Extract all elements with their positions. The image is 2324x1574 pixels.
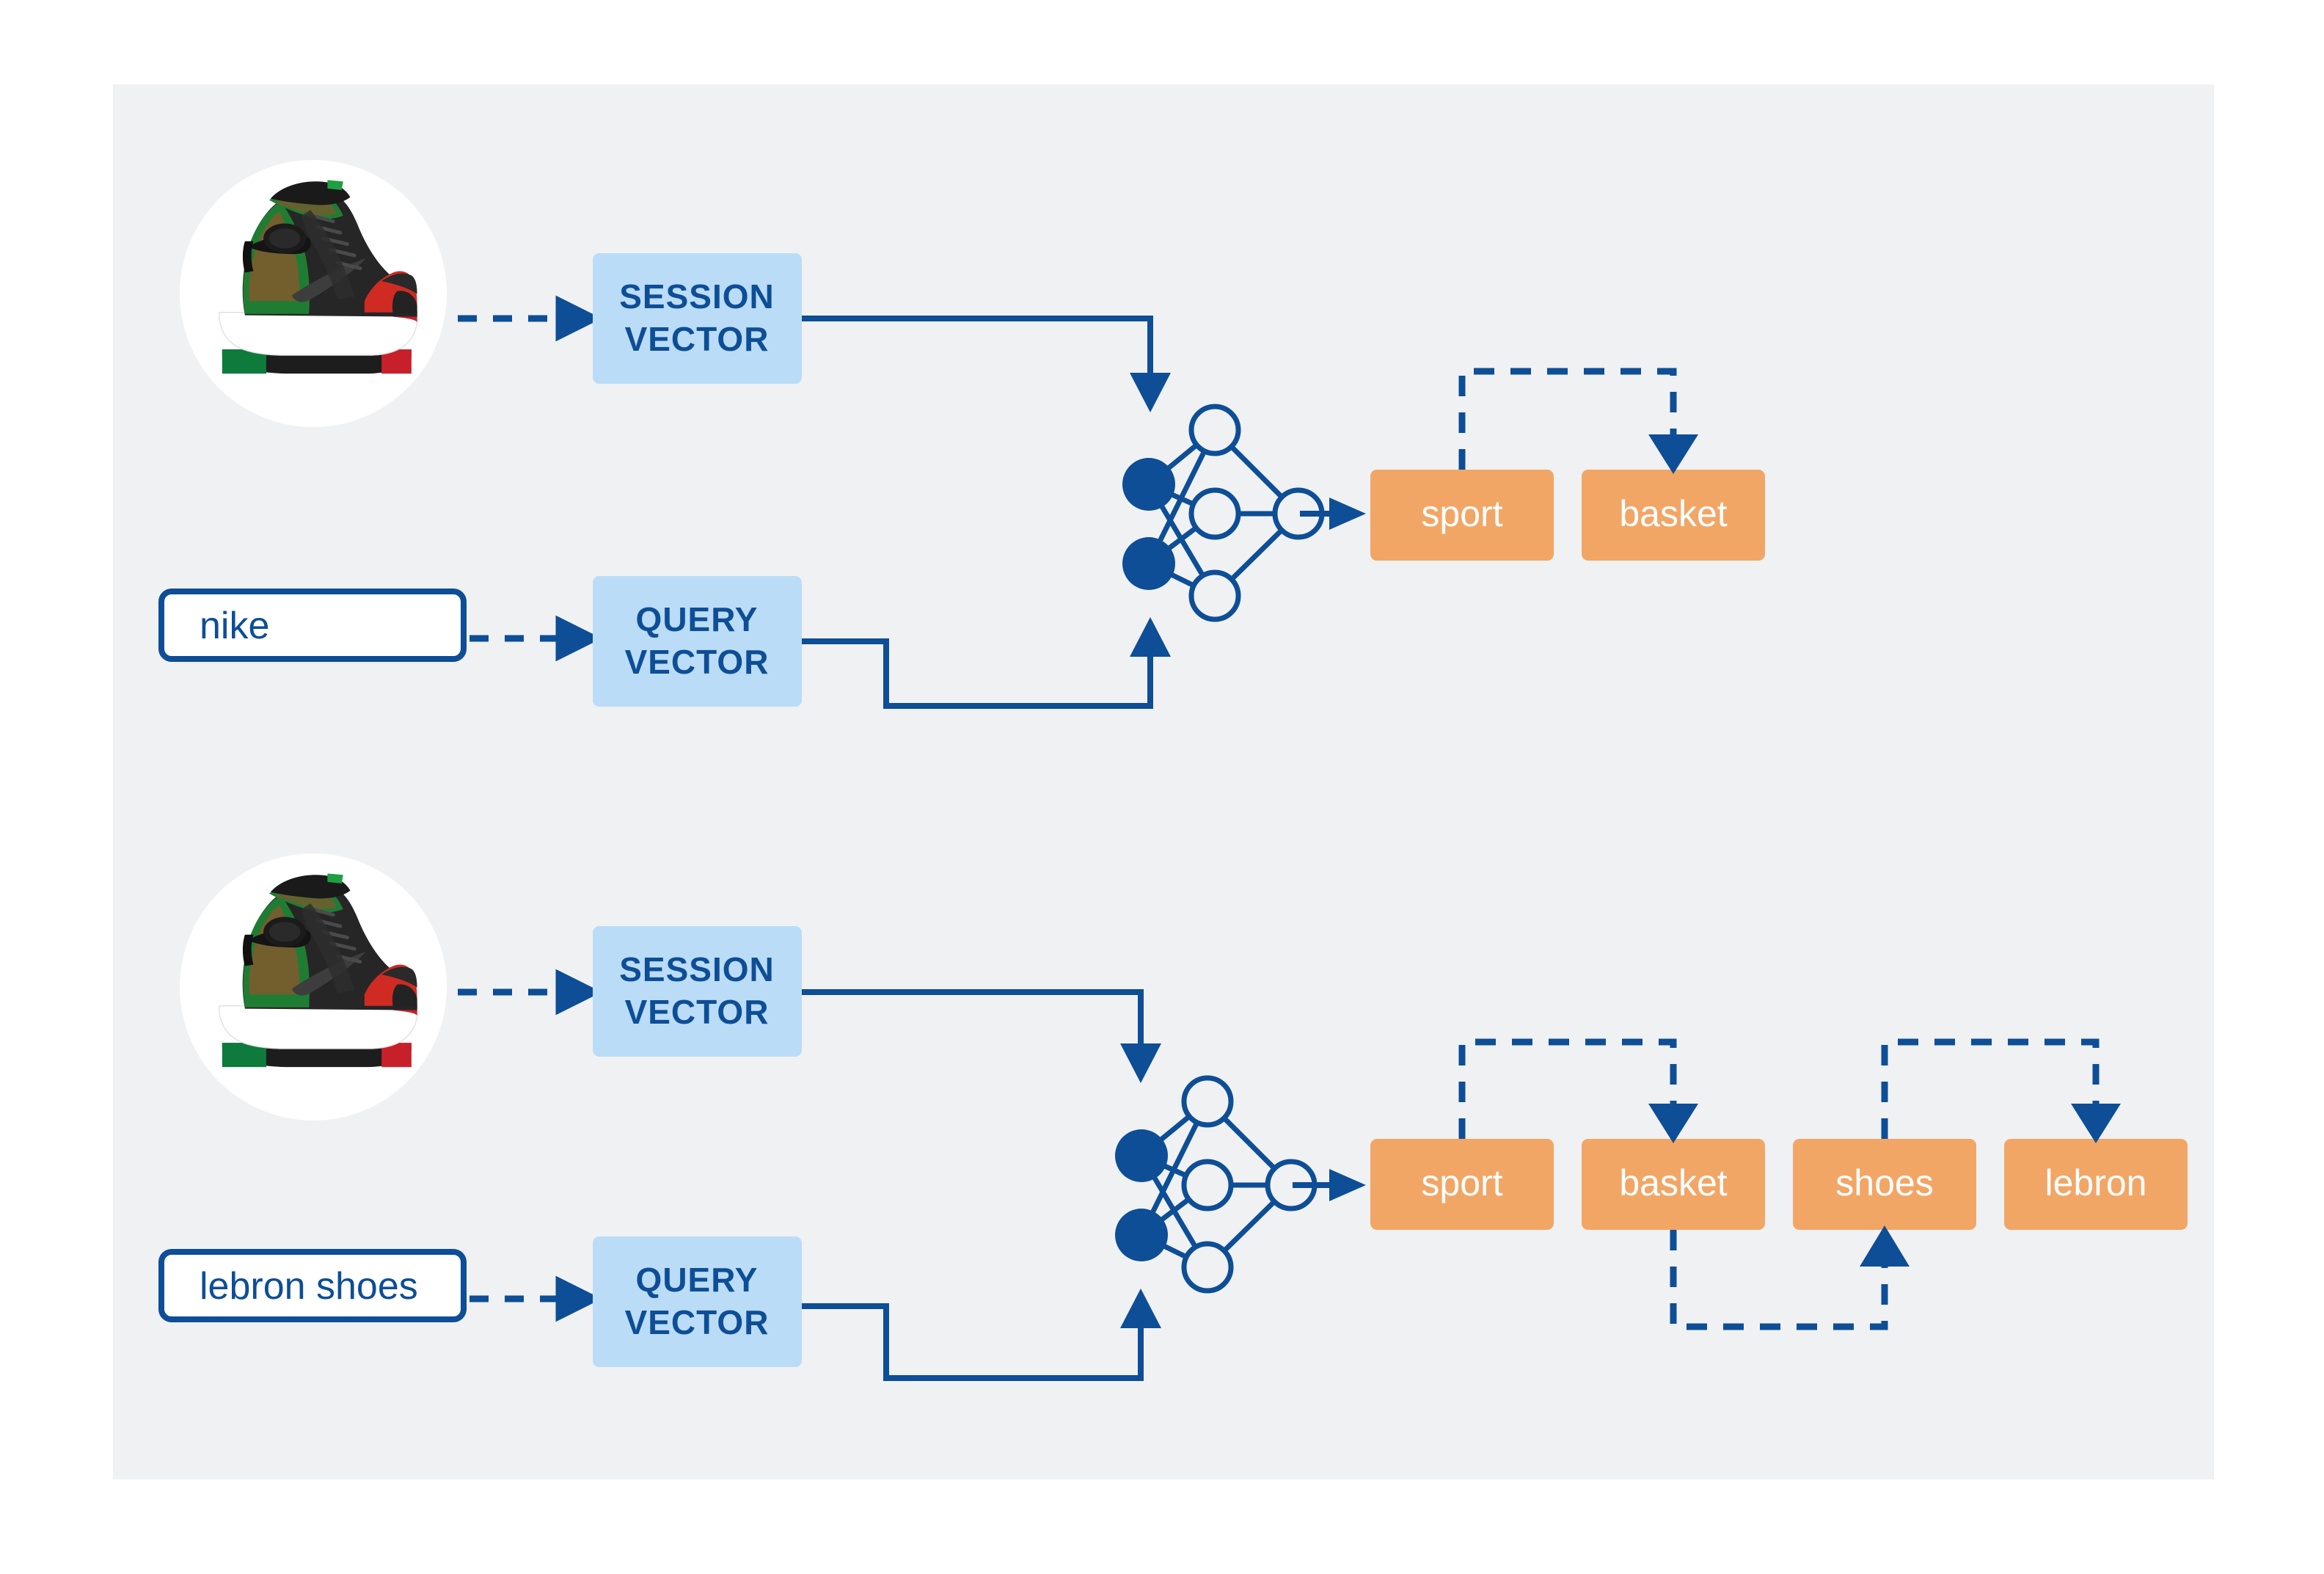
query-text-box-bottom[interactable]: lebron shoes — [158, 1249, 467, 1322]
row-top: SESSION VECTOR nike QUERY VECTOR — [158, 160, 1765, 709]
keyword-box-lebron-bottom[interactable]: lebron — [2004, 1139, 2188, 1230]
keyword-link-shoes-lebron-bottom — [1881, 1038, 2121, 1143]
keyword-link-sport-basket-top — [1458, 368, 1698, 474]
keyword-label: basket — [1619, 1162, 1727, 1203]
session-vector-line1: SESSION — [619, 277, 775, 316]
arrow-network-to-keyword-top — [1300, 498, 1366, 530]
connector-query-to-network-bottom — [802, 1289, 1161, 1381]
keyword-box-basket-top[interactable]: basket — [1582, 470, 1765, 561]
keyword-box-sport-top[interactable]: sport — [1370, 470, 1554, 561]
keyword-label: sport — [1421, 1162, 1502, 1203]
query-text-top: nike — [200, 605, 269, 647]
connector-session-to-network-bottom — [802, 989, 1161, 1083]
query-vector-line1: QUERY — [636, 600, 759, 638]
connector-query-to-network-top — [802, 617, 1171, 709]
query-vector-line2: VECTOR — [625, 643, 770, 681]
session-vector-box-top[interactable]: SESSION VECTOR — [593, 253, 802, 384]
keyword-box-sport-bottom[interactable]: sport — [1370, 1139, 1554, 1230]
keyword-label: basket — [1619, 493, 1727, 534]
keyword-box-basket-bottom[interactable]: basket — [1582, 1139, 1765, 1230]
query-vector-line1: QUERY — [636, 1261, 759, 1299]
keyword-box-shoes-bottom[interactable]: shoes — [1793, 1139, 1976, 1230]
keyword-link-basket-shoes-bottom — [1670, 1225, 1910, 1330]
connector-session-to-network-top — [802, 316, 1171, 412]
row-bottom: SESSION VECTOR lebron shoes QUERY VECTOR — [158, 853, 2188, 1381]
product-image-top — [180, 160, 447, 427]
session-vector-line2: VECTOR — [625, 993, 770, 1031]
session-vector-line2: VECTOR — [625, 320, 770, 358]
query-text-box-top[interactable]: nike — [158, 589, 467, 662]
query-vector-box-bottom[interactable]: QUERY VECTOR — [593, 1236, 802, 1367]
keyword-label: lebron — [2045, 1162, 2147, 1203]
session-vector-box-bottom[interactable]: SESSION VECTOR — [593, 926, 802, 1057]
keyword-label: shoes — [1835, 1162, 1933, 1203]
keyword-link-sport-basket-bottom — [1458, 1038, 1698, 1143]
query-vector-box-top[interactable]: QUERY VECTOR — [593, 576, 802, 707]
query-text-bottom: lebron shoes — [200, 1265, 418, 1308]
session-vector-line1: SESSION — [619, 950, 775, 988]
keyword-label: sport — [1421, 493, 1502, 534]
product-image-bottom — [180, 853, 447, 1121]
query-vector-line2: VECTOR — [625, 1303, 770, 1341]
arrow-network-to-keyword-bottom — [1293, 1169, 1366, 1201]
